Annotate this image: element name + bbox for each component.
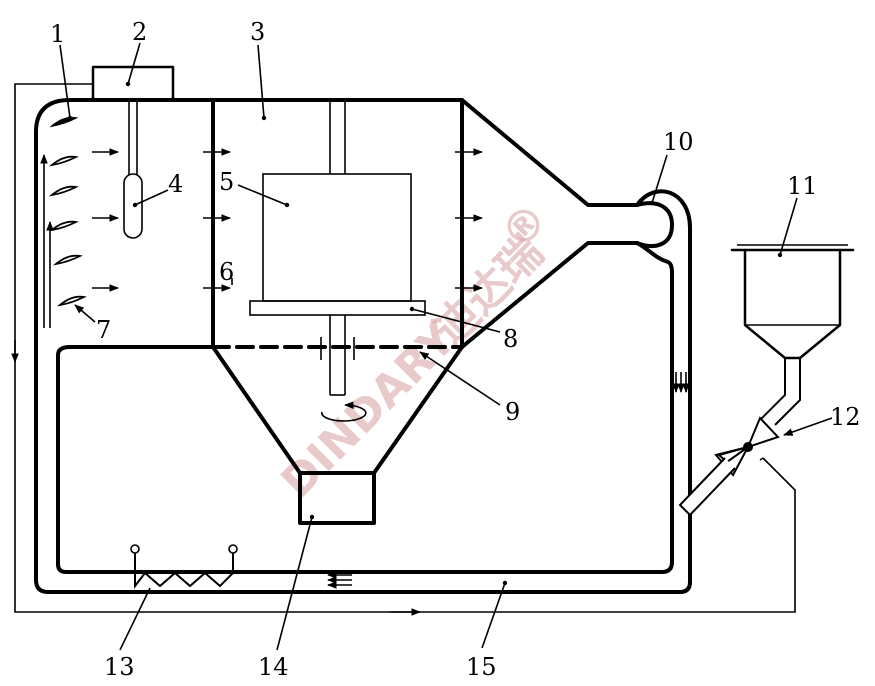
- label-4: 4: [168, 170, 183, 198]
- label-15: 15: [466, 653, 497, 681]
- collector-box: [298, 471, 376, 525]
- tray: [249, 300, 426, 316]
- drum: [262, 173, 412, 302]
- label-13: 13: [104, 653, 135, 681]
- label-1: 1: [50, 20, 65, 48]
- label-3: 3: [250, 18, 265, 46]
- label-12: 12: [830, 403, 861, 431]
- thermometer-bulb: [123, 173, 143, 239]
- fan-housing: [635, 201, 674, 248]
- label-10: 10: [663, 128, 694, 156]
- duct-flow-left: [327, 571, 352, 589]
- label-8: 8: [503, 325, 518, 353]
- feed-hopper: [730, 244, 855, 426]
- label-9: 9: [505, 398, 520, 426]
- label-5: 5: [219, 168, 234, 196]
- top-box: [91, 65, 175, 102]
- heater: [130, 544, 238, 589]
- leader-dots: [67, 81, 783, 586]
- label-11: 11: [787, 172, 818, 200]
- rotation-icon: [321, 401, 367, 422]
- duct-inner-wall: [56, 241, 674, 574]
- label-7: 7: [96, 316, 111, 344]
- label-14: 14: [258, 653, 289, 681]
- watermark: DINDARY 迪达瑞 ®: [272, 193, 558, 508]
- label-2: 2: [132, 18, 147, 46]
- leader-lines: [59, 42, 833, 651]
- ejector-valve: [678, 416, 780, 517]
- duct-flow-down: [672, 372, 690, 393]
- guide-vanes: [48, 116, 87, 307]
- airflow-arrows: [92, 148, 483, 292]
- outer-housing: [34, 98, 692, 594]
- label-6: 6: [219, 258, 234, 286]
